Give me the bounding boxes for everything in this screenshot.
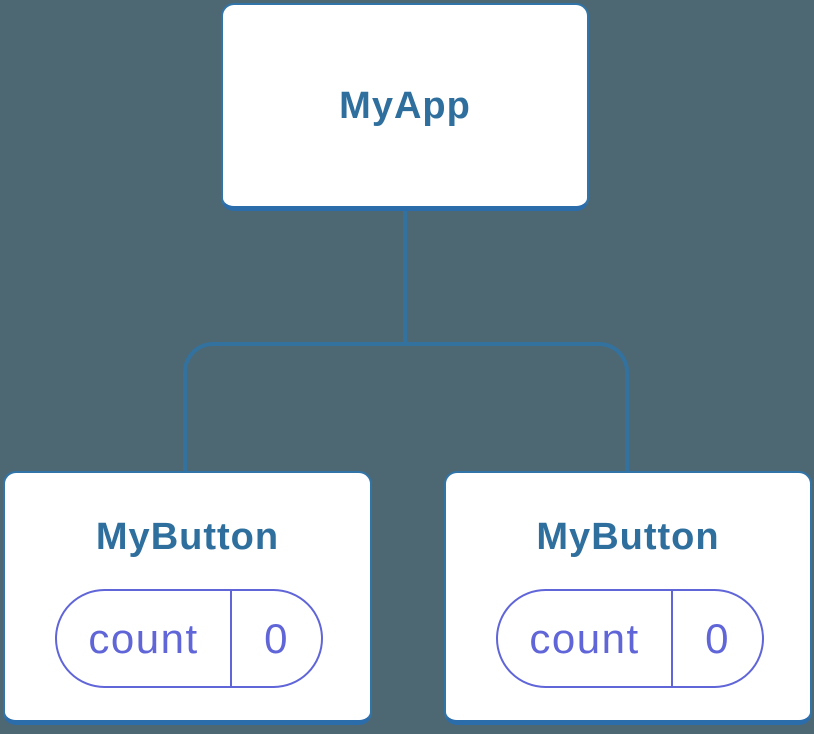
connector-root-stub [403,208,407,346]
state-name: count [529,614,640,662]
node-mybutton-left: MyButton count 0 [3,471,372,725]
state-pill: count 0 [496,589,764,688]
node-label: MyButton [95,516,280,558]
pill-divider [230,591,232,686]
node-myapp: MyApp [221,3,589,211]
node-mybutton-right: MyButton count 0 [444,471,812,725]
node-label: MyApp [339,84,471,127]
state-value: 0 [264,614,289,662]
connector-branch [183,342,629,475]
pill-divider [671,591,673,686]
state-pill: count 0 [55,589,323,688]
state-name: count [88,614,199,662]
node-label: MyButton [536,516,720,558]
state-value: 0 [705,614,730,662]
